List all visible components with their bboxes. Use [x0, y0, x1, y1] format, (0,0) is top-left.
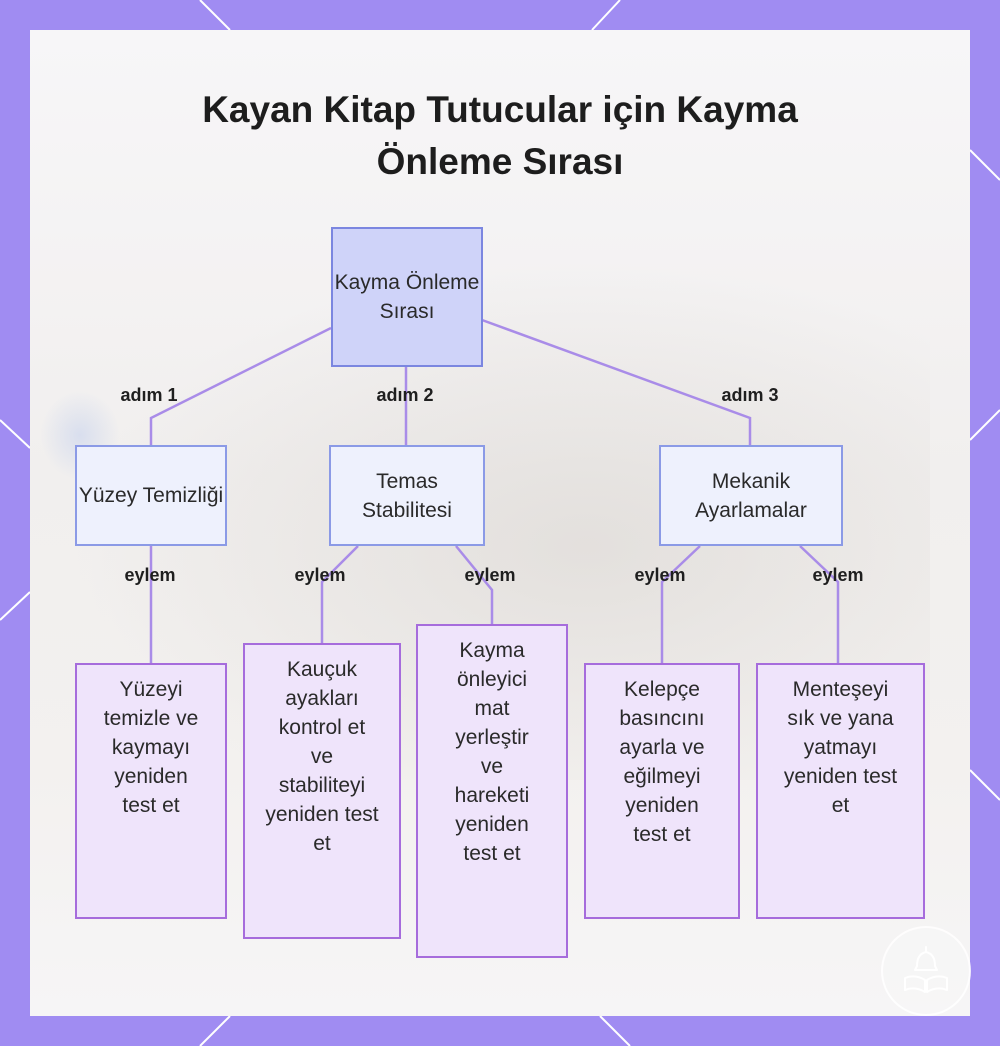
connector-step-3-action-5 [799, 545, 840, 664]
edge-label-action-5: eylem [812, 565, 864, 585]
connector-step-2-action-2 [320, 545, 359, 644]
edge-label-action-3: eylem [464, 565, 516, 585]
action-node-place-anti-slip-mat: Kayma önleyici mat yerleştir ve hareketi… [416, 624, 568, 958]
edge-label-step-3: adım 3 [721, 385, 779, 405]
connector-step-2-action-3 [455, 545, 494, 625]
edge-label-action-4: eylem [634, 565, 686, 585]
edge-label-step-2: adım 2 [376, 385, 434, 405]
edge-label-step-1: adım 1 [120, 385, 178, 405]
action-node-label: Kelepçe basıncını ayarla ve eğilmeyi yen… [619, 678, 705, 846]
action-node-tighten-hinge: Menteşeyi sık ve yana yatmayı yeniden te… [756, 663, 925, 919]
action-node-check-rubber-feet: Kauçuk ayakları kontrol et ve stabilitey… [243, 643, 401, 939]
connector-root-step-1 [149, 326, 332, 446]
book-bell-logo-icon [881, 926, 971, 1016]
step-node-contact-stability: Temas Stabilitesi [329, 445, 485, 546]
step-node-mechanical-adjustments: Mekanik Ayarlamalar [659, 445, 843, 546]
action-node-label: Kayma önleyici mat yerleştir ve hareketi… [454, 639, 530, 865]
root-node-label: Kayma Önleme Sırası [334, 271, 480, 323]
step-node-label: Mekanik Ayarlamalar [695, 469, 807, 522]
page-title: Kayan Kitap Tutucular için Kayma Önleme … [202, 89, 798, 182]
action-node-label: Yüzeyi temizle ve kaymayı yeniden test e… [103, 678, 199, 817]
action-node-label: Menteşeyi sık ve yana yatmayı yeniden te… [783, 678, 898, 817]
step-node-label: Yüzey Temizliği [78, 484, 224, 507]
action-node-adjust-clamp-pressure: Kelepçe basıncını ayarla ve eğilmeyi yen… [584, 663, 740, 919]
connector-step-3-action-4 [660, 545, 701, 664]
connector-root-step-3 [481, 318, 752, 446]
action-node-label: Kauçuk ayakları kontrol et ve stabilitey… [265, 658, 379, 855]
edge-label-action-1: eylem [124, 565, 176, 585]
edge-label-action-2: eylem [294, 565, 346, 585]
step-node-surface-cleaning: Yüzey Temizliği [75, 445, 227, 546]
step-node-label: Temas Stabilitesi [362, 469, 452, 522]
root-node: Kayma Önleme Sırası [331, 227, 483, 367]
action-node-clean-surface: Yüzeyi temizle ve kaymayı yeniden test e… [75, 663, 227, 919]
